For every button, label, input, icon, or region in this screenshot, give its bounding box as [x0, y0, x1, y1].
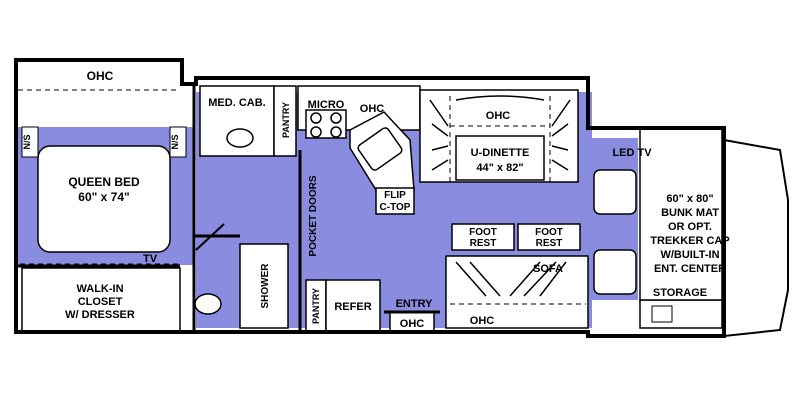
label-led-tv: LED TV: [612, 147, 652, 159]
pantry-top-box: [273, 85, 297, 157]
label-bunk-2: BUNK MAT: [661, 207, 719, 219]
stove-burners: [310, 112, 342, 138]
fixtures: [21, 85, 723, 333]
label-foot-rest-2a: FOOT: [535, 227, 563, 238]
label-ns-right: N/S: [170, 134, 180, 149]
bath-sink: [226, 128, 254, 148]
sofa-fan-lines: [455, 261, 567, 297]
label-pantry-top: PANTRY: [281, 102, 291, 138]
nightstand-left: [21, 126, 39, 158]
label-bunk-3: OR OPT.: [668, 221, 712, 233]
cab-seat-top: [593, 169, 637, 215]
burner-1: [310, 112, 322, 124]
label-tv-bedroom: TV: [143, 253, 158, 265]
label-flip-2: C-TOP: [380, 202, 411, 213]
label-dinette-size: 44" x 82": [476, 162, 523, 174]
label-pantry-bottom: PANTRY: [311, 288, 321, 324]
bunk-area: [639, 127, 723, 301]
label-ohc-entry: OHC: [400, 318, 425, 330]
label-ohc-bedroom: OHC: [87, 69, 114, 83]
label-storage: STORAGE: [653, 287, 707, 299]
label-queen-bed-title: QUEEN BED: [68, 175, 140, 189]
label-foot-rest-1b: REST: [470, 238, 497, 249]
label-bunk-6: ENT. CENTER: [654, 263, 726, 275]
shower-box: [239, 243, 289, 329]
label-closet-2: CLOSET: [78, 296, 123, 308]
labels: OHC QUEEN BED 60" x 74" N/S N/S TV WALK-…: [22, 69, 730, 330]
cab-nose: [723, 139, 789, 337]
label-micro: MICRO: [308, 99, 345, 111]
foot-rest-2: [517, 223, 581, 251]
cab-seat-bottom: [593, 249, 637, 295]
label-closet-1: WALK-IN: [76, 283, 123, 295]
nightstand-right: [169, 126, 187, 158]
burner-4: [330, 126, 342, 138]
label-med-cab: MED. CAB.: [208, 97, 265, 109]
label-queen-bed-size: 60" x 74": [78, 190, 129, 204]
dinette-seat-lines: [429, 95, 571, 297]
outer-wall: [14, 58, 726, 338]
dinette-table: [455, 135, 545, 181]
label-ohc-sofa: OHC: [470, 315, 495, 327]
toilet: [194, 293, 222, 315]
dinette-seat-left: [429, 99, 449, 171]
label-flip-1: FLIP: [384, 190, 406, 201]
queen-bed: [37, 145, 171, 253]
dinette-back: [455, 95, 545, 101]
flip-counter: [375, 187, 415, 215]
label-sofa: SOFA: [533, 263, 563, 275]
closet-box: [21, 267, 181, 333]
foot-rest-1: [451, 223, 515, 251]
label-entry: ENTRY: [396, 298, 434, 310]
bath-door: [195, 223, 225, 251]
sofa-box: [445, 255, 589, 329]
label-dinette-title: U-DINETTE: [471, 147, 530, 159]
walls: [14, 58, 789, 338]
label-ohc-dinette: OHC: [486, 110, 511, 122]
label-bunk-4: TREKKER CAP: [650, 235, 729, 247]
kitchen-sink-bowl: [357, 127, 403, 171]
label-bunk-1: 60" x 80": [666, 193, 713, 205]
label-ohc-kitchen: OHC: [360, 103, 385, 115]
label-refer: REFER: [334, 301, 371, 313]
label-foot-rest-1a: FOOT: [469, 227, 497, 238]
burner-3: [310, 126, 322, 138]
label-ns-left: N/S: [22, 134, 32, 149]
dinette-seat-right: [551, 99, 571, 171]
label-shower: SHOWER: [260, 263, 271, 309]
label-bunk-5: W/BUILT-IN: [660, 249, 719, 261]
storage-fixture: [651, 305, 673, 323]
label-pocket-doors: POCKET DOORS: [308, 175, 319, 256]
label-closet-3: W/ DRESSER: [65, 309, 135, 321]
refer-box: [325, 279, 381, 333]
burner-2: [330, 112, 342, 124]
label-foot-rest-2b: REST: [536, 238, 563, 249]
